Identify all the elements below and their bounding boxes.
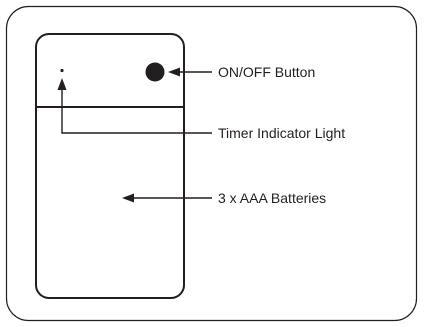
timer-indicator-light-label: Timer Indicator Light — [218, 125, 345, 141]
device-body — [35, 33, 185, 299]
outer-frame — [5, 5, 418, 322]
timer-indicator-arrow — [57, 78, 212, 134]
on-off-button-shape — [145, 62, 165, 82]
batteries-arrow — [122, 193, 212, 203]
batteries-label: 3 x AAA Batteries — [218, 190, 326, 206]
on-off-arrow — [168, 67, 212, 77]
timer-indicator-dot — [60, 68, 64, 73]
on-off-button-label: ON/OFF Button — [218, 64, 315, 80]
